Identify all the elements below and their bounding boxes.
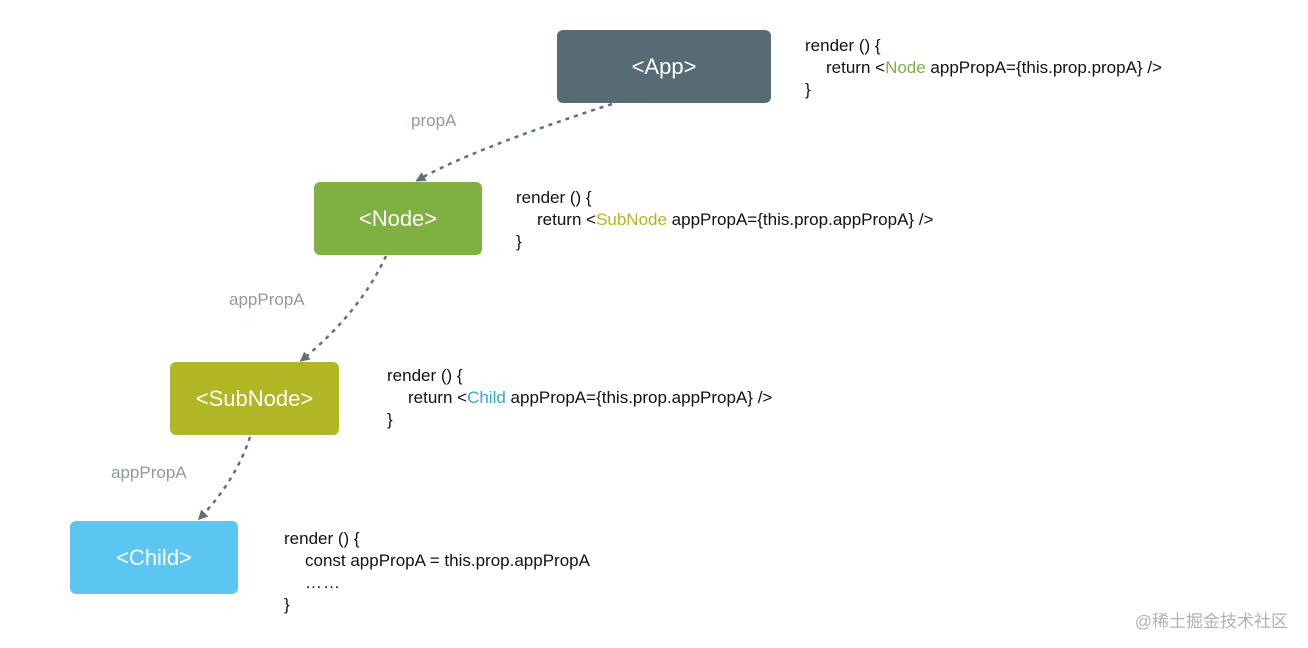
code-text: return < (537, 210, 597, 229)
code-text: return < (408, 388, 468, 407)
code-line: render () { (516, 188, 592, 207)
code-text: appPropA={this.prop.appPropA} /> (666, 210, 934, 229)
edge-label-propA: propA (411, 111, 457, 130)
code-line: } (387, 410, 393, 429)
code-line: } (284, 595, 290, 614)
code-line: return <SubNode appPropA={this.prop.appP… (516, 209, 933, 231)
arrow-subnode-to-child (197, 436, 252, 521)
code-line: render () { (387, 366, 463, 385)
code-line: const appPropA = this.prop.appPropA (305, 551, 590, 570)
code-text: return < (826, 58, 886, 77)
code-line: …… (305, 573, 341, 592)
app-node: <App> (557, 30, 771, 103)
code-text: appPropA={this.prop.propA} /> (925, 58, 1162, 77)
code-line: return <Node appPropA={this.prop.propA} … (805, 57, 1162, 79)
node-node: <Node> (314, 182, 482, 255)
component-name: Node (885, 58, 926, 77)
code-text: appPropA={this.prop.appPropA} /> (505, 388, 773, 407)
code-block-app: render () { return <Node appPropA={this.… (805, 35, 1162, 101)
component-name: Child (467, 388, 506, 407)
child-node: <Child> (70, 521, 238, 594)
watermark: @稀土掘金技术社区 (1134, 612, 1288, 631)
code-line: return <Child appPropA={this.prop.appPro… (387, 387, 772, 409)
code-block-child: render () { const appPropA = this.prop.a… (284, 528, 590, 616)
arrow-node-to-subnode (299, 255, 388, 362)
component-name: SubNode (596, 210, 667, 229)
arrow-app-to-node (415, 102, 613, 182)
code-block-node: render () { return <SubNode appPropA={th… (516, 187, 933, 253)
code-block-subnode: render () { return <Child appPropA={this… (387, 365, 772, 431)
code-line: render () { (284, 529, 360, 548)
subnode-node: <SubNode> (170, 362, 339, 435)
code-line: render () { (805, 36, 881, 55)
edge-label-appPropA-2: appPropA (111, 463, 187, 482)
code-line: } (516, 232, 522, 251)
code-line: } (805, 80, 811, 99)
edge-label-appPropA-1: appPropA (229, 290, 305, 309)
